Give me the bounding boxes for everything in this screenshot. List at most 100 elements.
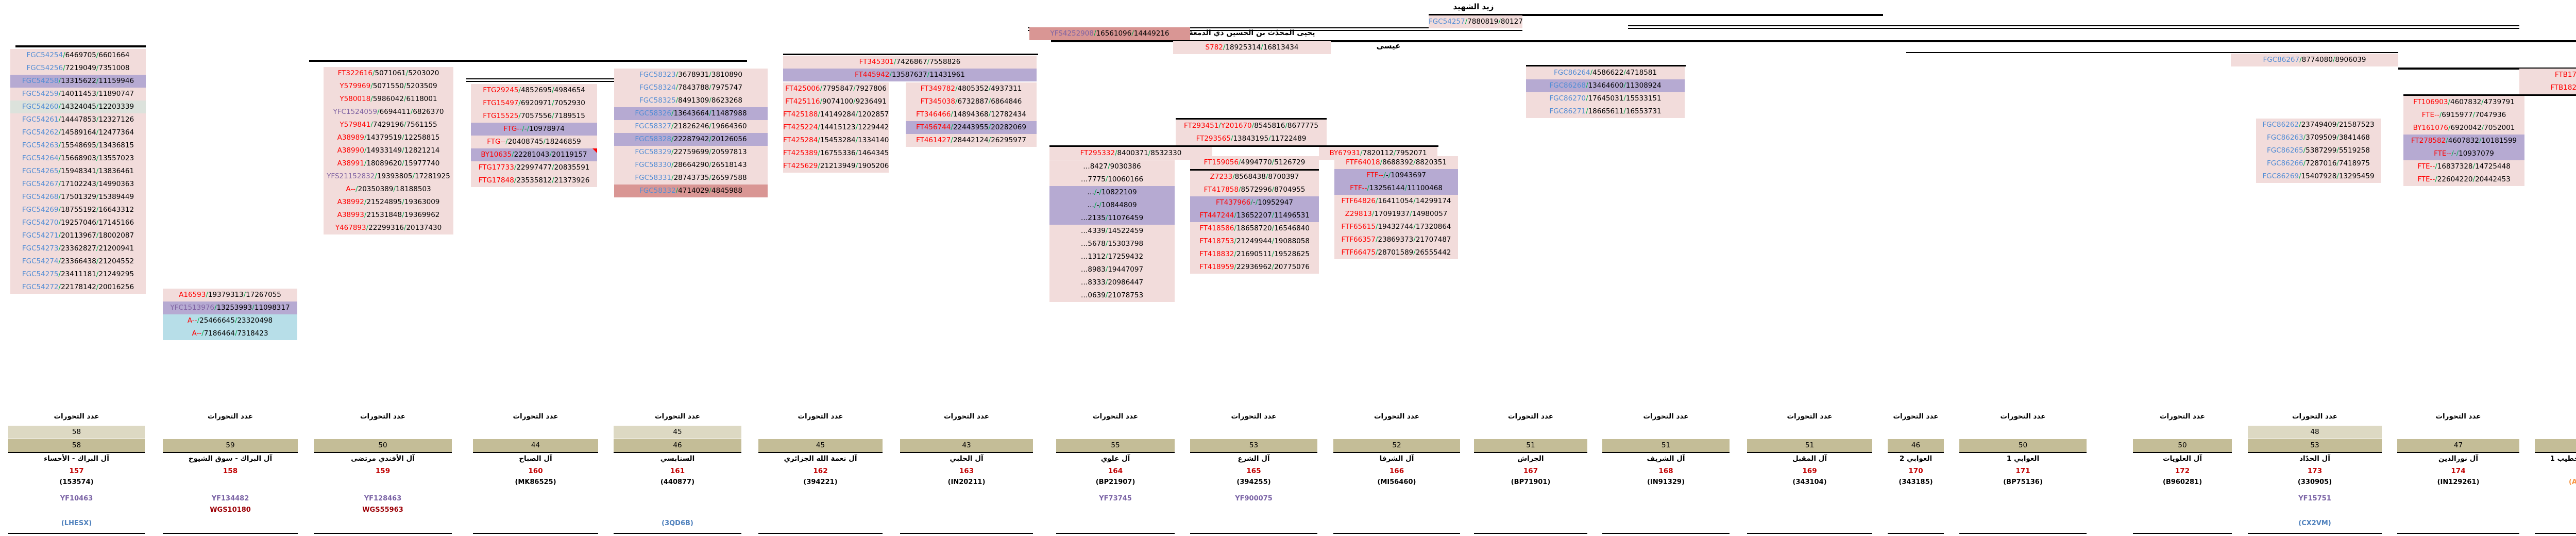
snp-cell[interactable]: FTE--/6915977/7047936	[2403, 109, 2524, 122]
snp-cell[interactable]: FGC86267/8774080/8906039	[2231, 54, 2398, 66]
snp-cell[interactable]: FT417858/8572996/8704955	[1190, 183, 1319, 196]
snp-cell[interactable]: FGC54267/17102243/14990363	[10, 178, 146, 191]
yfull-id[interactable]: YF900075	[1235, 495, 1273, 502]
mutation-count-cell[interactable]: 58	[8, 439, 145, 453]
snp-cell[interactable]: FT447244/13652207/11496531	[1190, 209, 1319, 222]
snp-cell[interactable]: FT425389/16755336/14643456	[783, 147, 889, 160]
family-name[interactable]: آل الشرع	[1238, 455, 1270, 463]
snp-cell[interactable]: FT445942/13587637/11431961	[783, 69, 1037, 81]
kit-id[interactable]: (343104)	[1792, 478, 1827, 486]
ancestor-label[interactable]: عيسى	[1376, 41, 1401, 51]
mutation-count-cell[interactable]: 46	[1888, 439, 1944, 453]
snp-cell[interactable]: FTG15525/7057556/7189515	[471, 110, 597, 123]
mutation-count-cell[interactable]: 53	[1190, 439, 1317, 453]
kit-id[interactable]: (330905)	[2297, 478, 2332, 486]
family-name[interactable]: آل الشرفا	[1379, 455, 1414, 463]
snp-cell[interactable]: FTE--/16837328/14725448	[2403, 160, 2524, 173]
snp-cell[interactable]: FTG29245/4852695/4984654	[471, 84, 597, 97]
snp-cell[interactable]: FGC58325/8491309/8623268	[614, 94, 768, 107]
snp-cell[interactable]: FGC54274/23366438/21204552	[10, 255, 146, 268]
sample-number[interactable]: 171	[2015, 467, 2030, 475]
snp-cell[interactable]: FGC54271/20113967/18002087	[10, 229, 146, 242]
mutation-count-cell[interactable]: 50	[314, 439, 452, 453]
kit-id[interactable]: (BP75136)	[2003, 478, 2043, 486]
family-name[interactable]: آل نورالدين	[2438, 455, 2479, 463]
family-name[interactable]: آل نعمة الله الجزائري	[784, 455, 857, 463]
mutation-count-cell[interactable]: 52	[1333, 439, 1460, 453]
snp-cell[interactable]: A38990/14933149/12821214	[324, 144, 453, 157]
family-name[interactable]: آل علوي	[1100, 455, 1130, 463]
snp-cell[interactable]: FT293565/13843195/11722489	[1176, 132, 1327, 145]
mutation-count-cell[interactable]: 51	[1602, 439, 1730, 453]
ancestor-label[interactable]: يحيى المحدّث بن الحسين ذي الدمعة	[1189, 29, 1315, 37]
ancestor-label[interactable]: زيد الشهيد	[1453, 2, 1494, 11]
snp-cell[interactable]: FGC86264/4586622/4718581	[1526, 66, 1685, 79]
snp-cell[interactable]: Z29813/17091937/14980057	[1334, 208, 1458, 221]
kit-id[interactable]: (APPG7623341)	[2569, 478, 2576, 486]
snp-cell[interactable]: FT418832/21690511/19528625	[1190, 248, 1319, 261]
snp-cell[interactable]: FGC58324/7843788/7975747	[614, 81, 768, 94]
snp-cell[interactable]: FT322616/5071061/5203020	[324, 67, 453, 80]
sample-number[interactable]: 160	[528, 467, 543, 475]
snp-cell[interactable]: …/-/10844809	[1049, 199, 1175, 212]
snp-cell[interactable]: FT106903/4607832/4739791	[2403, 96, 2524, 109]
sample-number[interactable]: 168	[1658, 467, 1673, 475]
yfull-id[interactable]: YF10463	[60, 495, 93, 502]
snp-cell[interactable]: FGC54269/18755192/16643312	[10, 204, 146, 216]
snp-cell[interactable]: FT437966/-/10952947	[1190, 196, 1319, 209]
snp-cell[interactable]: YFC1513976/13253993/11098317	[163, 301, 297, 314]
snp-cell[interactable]: FTG--/20408745/18246859	[471, 136, 597, 148]
family-name[interactable]: السنابسي	[660, 455, 695, 463]
snp-cell[interactable]: A--/7186464/7318423	[163, 327, 297, 340]
snp-cell[interactable]: FGC58328/22287942/20126056	[614, 133, 768, 146]
snp-cell[interactable]: FGC54257/7880819/8012778	[1429, 15, 1522, 28]
snp-cell[interactable]: FT278582/4607832/10181599	[2403, 135, 2524, 147]
snp-cell[interactable]: FGC54272/22178142/20016256	[10, 281, 146, 294]
snp-cell[interactable]: FGC54268/17501329/15389449	[10, 191, 146, 204]
snp-cell[interactable]: …4339/14522459	[1049, 225, 1175, 238]
family-name[interactable]: الجراش	[1517, 455, 1544, 463]
snp-cell[interactable]: …2135/11076459	[1049, 212, 1175, 225]
yfull-id[interactable]: YF128463	[364, 495, 402, 502]
kit-id[interactable]: (IN91329)	[1647, 478, 1685, 486]
family-name[interactable]: عيّنة أكاديميّة - آل الخطيب 1	[2550, 455, 2576, 463]
snp-cell[interactable]: YFS4252908/16561096/14449216	[1029, 27, 1190, 40]
group-code[interactable]: (LHESX)	[61, 520, 92, 527]
mutation-count-cell[interactable]: 45	[758, 439, 883, 453]
snp-cell[interactable]: YFC1524059/6694411/6826370	[324, 106, 453, 119]
snp-cell[interactable]: BY10635/22281043/20119157	[471, 148, 597, 161]
snp-cell[interactable]: FTB17082/7260231/7392190	[2519, 69, 2576, 81]
snp-cell[interactable]: FTE--/-/10937079	[2403, 147, 2524, 160]
snp-cell[interactable]: FTF64018/8688392/8820351	[1334, 156, 1458, 169]
mutation-count-cell[interactable]: 58	[8, 426, 145, 439]
group-code[interactable]: (CX2VM)	[2298, 520, 2331, 527]
snp-cell[interactable]: FTF--/13256144/11100468	[1334, 182, 1458, 195]
snp-cell[interactable]: A16593/19379313/17267055	[163, 289, 297, 301]
snp-cell[interactable]: FGC86270/17645031/15533151	[1526, 92, 1685, 105]
sample-number[interactable]: 169	[1802, 467, 1817, 475]
snp-cell[interactable]: FT293451/Y201670/8545816/8677775	[1176, 120, 1327, 132]
kit-id[interactable]: (IN20211)	[947, 478, 986, 486]
wgs-id[interactable]: WGS10180	[210, 506, 251, 514]
snp-cell[interactable]: FGC54260/14324045/12203339	[10, 100, 146, 113]
snp-cell[interactable]: FGC58323/3678931/3810890	[614, 69, 768, 81]
snp-cell[interactable]: …8427/9030386	[1049, 160, 1175, 173]
snp-cell[interactable]: FGC54254/6469705/6601664	[10, 49, 146, 62]
snp-cell[interactable]: FGC54261/14447853/12327126	[10, 113, 146, 126]
snp-cell[interactable]: …8983/19447097	[1049, 263, 1175, 276]
snp-cell[interactable]: FT425188/14149284/12028578	[783, 108, 889, 121]
family-name[interactable]: آل الصباح	[519, 455, 552, 463]
snp-cell[interactable]: FGC54275/23411181/21249295	[10, 268, 146, 281]
sample-number[interactable]: 175	[2535, 467, 2576, 475]
kit-id[interactable]: (BP71901)	[1511, 478, 1551, 486]
snp-cell[interactable]: FGC54259/14011453/11890747	[10, 88, 146, 100]
snp-cell[interactable]: BY161076/6920042/7052001	[2403, 122, 2524, 135]
snp-cell[interactable]: Y467893/22299316/20137430	[324, 222, 453, 234]
family-name[interactable]: آل البراك - سوق الشيوخ	[188, 455, 273, 463]
snp-cell[interactable]: FTB18254/22908399/20746513	[2519, 81, 2576, 94]
kit-id[interactable]: (BP21907)	[1095, 478, 1136, 486]
snp-cell[interactable]: Y579841/7429196/7561155	[324, 119, 453, 131]
wgs-id[interactable]: WGS55963	[362, 506, 403, 514]
snp-cell[interactable]: FGC58329/22759699/20597813	[614, 146, 768, 159]
snp-cell[interactable]: FGC54263/15548695/13436815	[10, 139, 146, 152]
